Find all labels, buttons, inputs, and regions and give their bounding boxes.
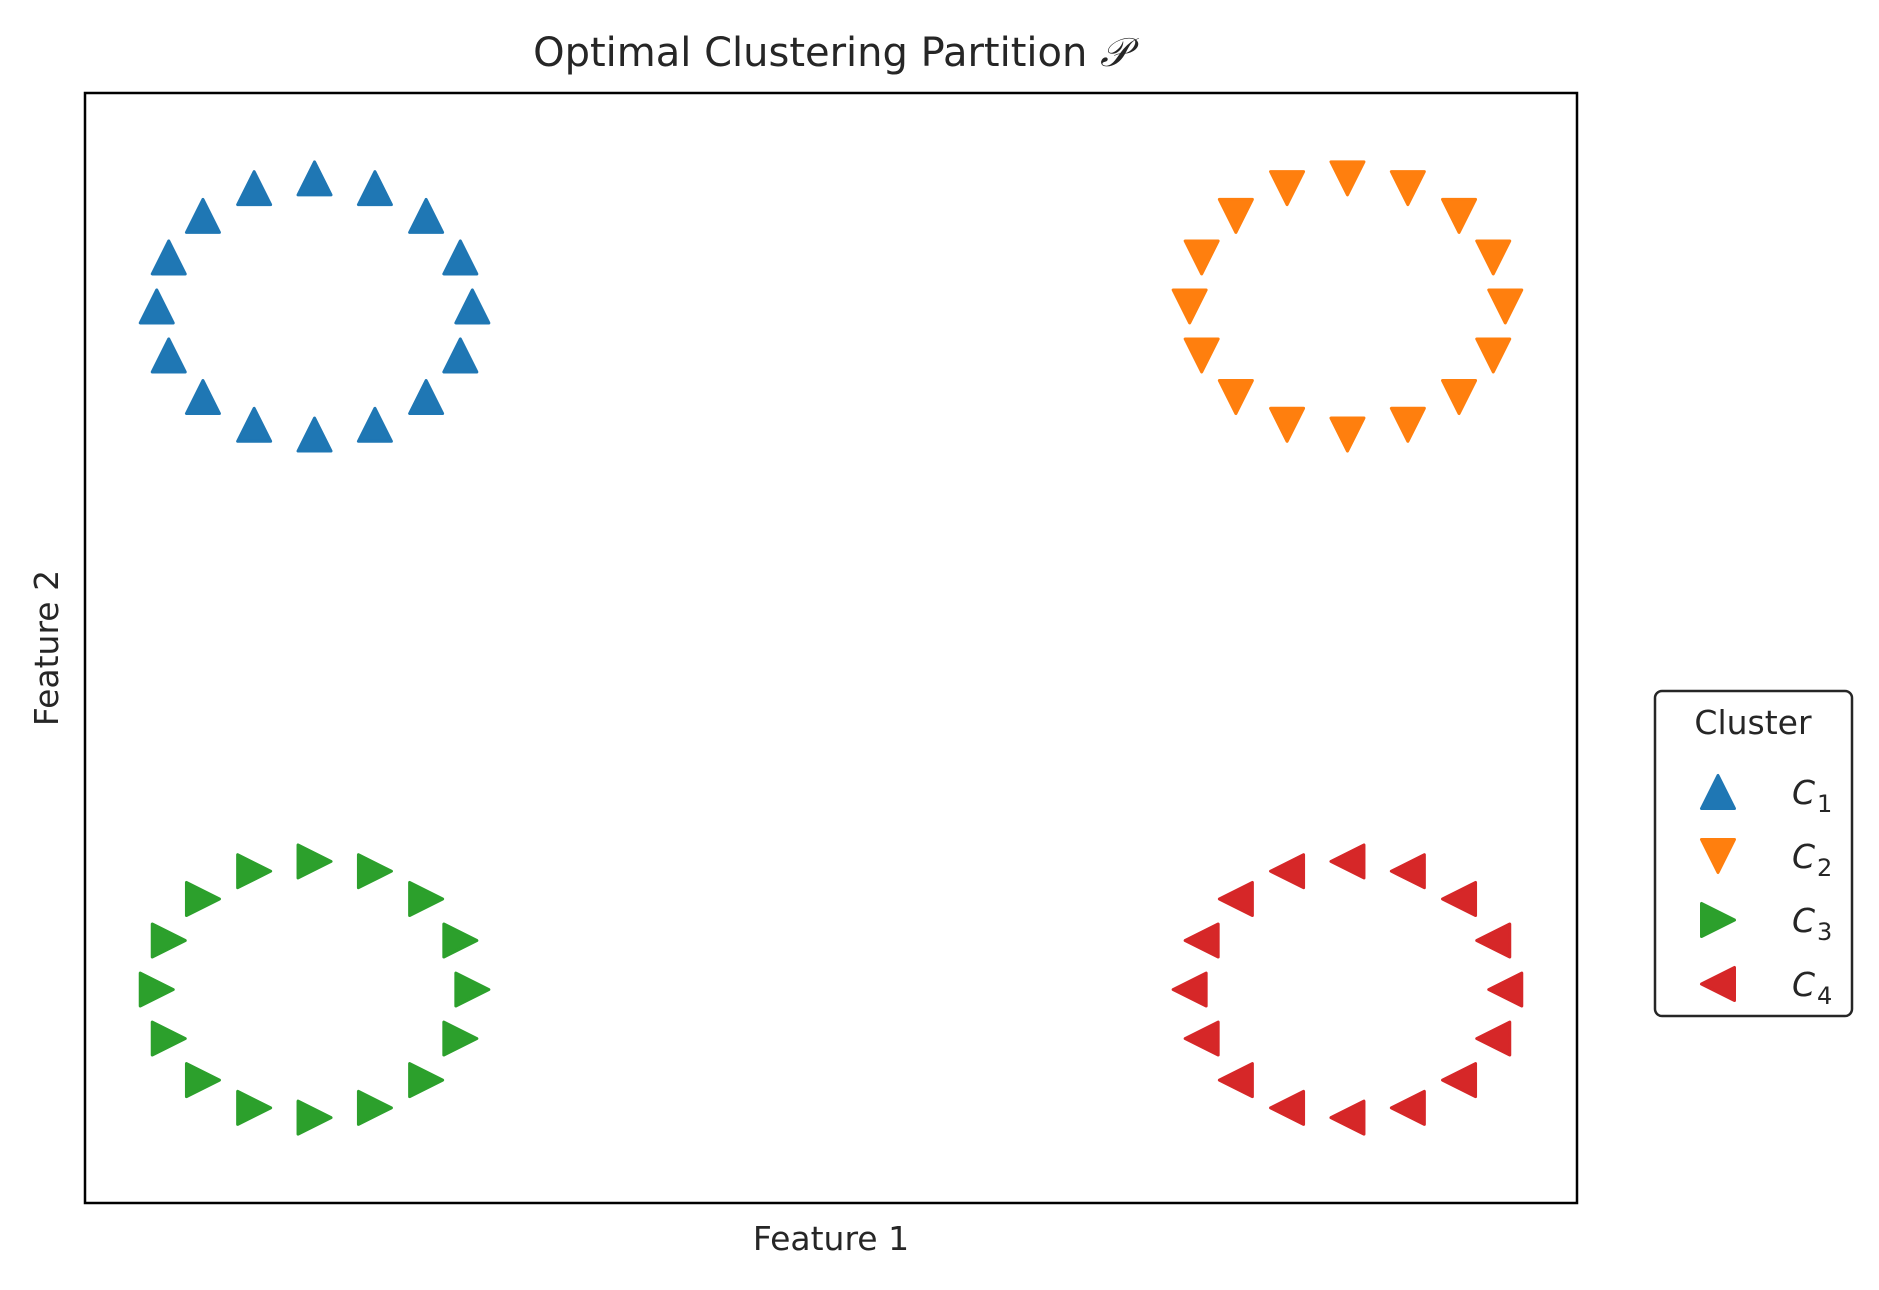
data-point-c3 (150, 922, 187, 959)
data-point-c1 (236, 170, 273, 207)
data-point-c3 (442, 922, 479, 959)
data-point-c4 (1329, 843, 1366, 880)
data-point-c4 (1475, 922, 1512, 959)
data-point-c3 (184, 1062, 221, 1099)
data-point-c4 (1269, 853, 1306, 890)
plot-area (83, 91, 1579, 1205)
data-point-c4 (1217, 1062, 1254, 1099)
data-point-c4 (1329, 1099, 1366, 1136)
data-point-c2 (1475, 337, 1512, 374)
data-point-c2 (1475, 239, 1512, 276)
chart-title: Optimal Clustering Partition 𝒫 (533, 30, 1140, 76)
legend-item-c1: C1 (1700, 773, 1832, 818)
data-point-c1 (442, 239, 479, 276)
data-point-c4 (1475, 1020, 1512, 1057)
data-point-c4 (1217, 880, 1254, 917)
data-point-c1 (408, 197, 445, 234)
data-point-c2 (1389, 406, 1426, 443)
data-point-c1 (408, 379, 445, 416)
data-point-c1 (454, 288, 491, 325)
data-point-c4 (1389, 1089, 1426, 1126)
data-point-c2 (1183, 337, 1220, 374)
data-point-c4 (1389, 853, 1426, 890)
data-point-c2 (1329, 160, 1366, 197)
data-point-c2 (1441, 197, 1478, 234)
data-point-c3 (150, 1020, 187, 1057)
data-point-c2 (1217, 197, 1254, 234)
data-point-c3 (408, 1062, 445, 1099)
series-c1 (138, 160, 491, 453)
data-point-c2 (1269, 406, 1306, 443)
legend-label-c1: C1 (1792, 773, 1832, 818)
data-point-c4 (1487, 971, 1524, 1008)
data-point-c2 (1329, 416, 1366, 453)
data-point-c3 (296, 1099, 333, 1136)
data-point-c3 (356, 1089, 393, 1126)
data-point-c4 (1441, 880, 1478, 917)
data-point-c3 (236, 853, 273, 890)
data-point-c4 (1269, 1089, 1306, 1126)
data-point-c3 (356, 853, 393, 890)
data-point-c1 (356, 406, 393, 443)
legend-marker-c4 (1700, 966, 1736, 1002)
data-point-c1 (184, 197, 221, 234)
series-c3 (138, 843, 491, 1136)
data-point-c3 (442, 1020, 479, 1057)
data-point-c2 (1183, 239, 1220, 276)
markers-layer (138, 160, 1524, 1136)
data-point-c2 (1269, 170, 1306, 207)
data-point-c3 (454, 971, 491, 1008)
data-point-c3 (408, 880, 445, 917)
data-point-c2 (1487, 288, 1524, 325)
legend-marker-c1 (1700, 774, 1736, 810)
legend-item-c4: C4 (1700, 965, 1832, 1010)
data-point-c2 (1217, 379, 1254, 416)
data-point-c2 (1389, 170, 1426, 207)
data-point-c3 (138, 971, 175, 1008)
series-c2 (1171, 160, 1524, 453)
data-point-c1 (236, 406, 273, 443)
legend-marker-c2 (1700, 838, 1736, 874)
series-c4 (1171, 843, 1524, 1136)
data-point-c1 (356, 170, 393, 207)
data-point-c4 (1183, 922, 1220, 959)
data-point-c1 (296, 416, 333, 453)
data-point-c3 (184, 880, 221, 917)
data-point-c1 (442, 337, 479, 374)
x-axis-label: Feature 1 (753, 1219, 909, 1258)
data-point-c1 (184, 379, 221, 416)
data-point-c4 (1171, 971, 1208, 1008)
y-axis-label: Feature 2 (27, 570, 66, 726)
data-point-c2 (1441, 379, 1478, 416)
data-point-c2 (1171, 288, 1208, 325)
data-point-c3 (296, 843, 333, 880)
data-point-c1 (150, 239, 187, 276)
data-point-c3 (236, 1089, 273, 1126)
legend-title: Cluster (1694, 703, 1812, 742)
data-point-c1 (296, 160, 333, 197)
data-point-c1 (138, 288, 175, 325)
legend-marker-c3 (1700, 902, 1736, 938)
data-point-c1 (150, 337, 187, 374)
data-point-c4 (1441, 1062, 1478, 1099)
data-point-c4 (1183, 1020, 1220, 1057)
